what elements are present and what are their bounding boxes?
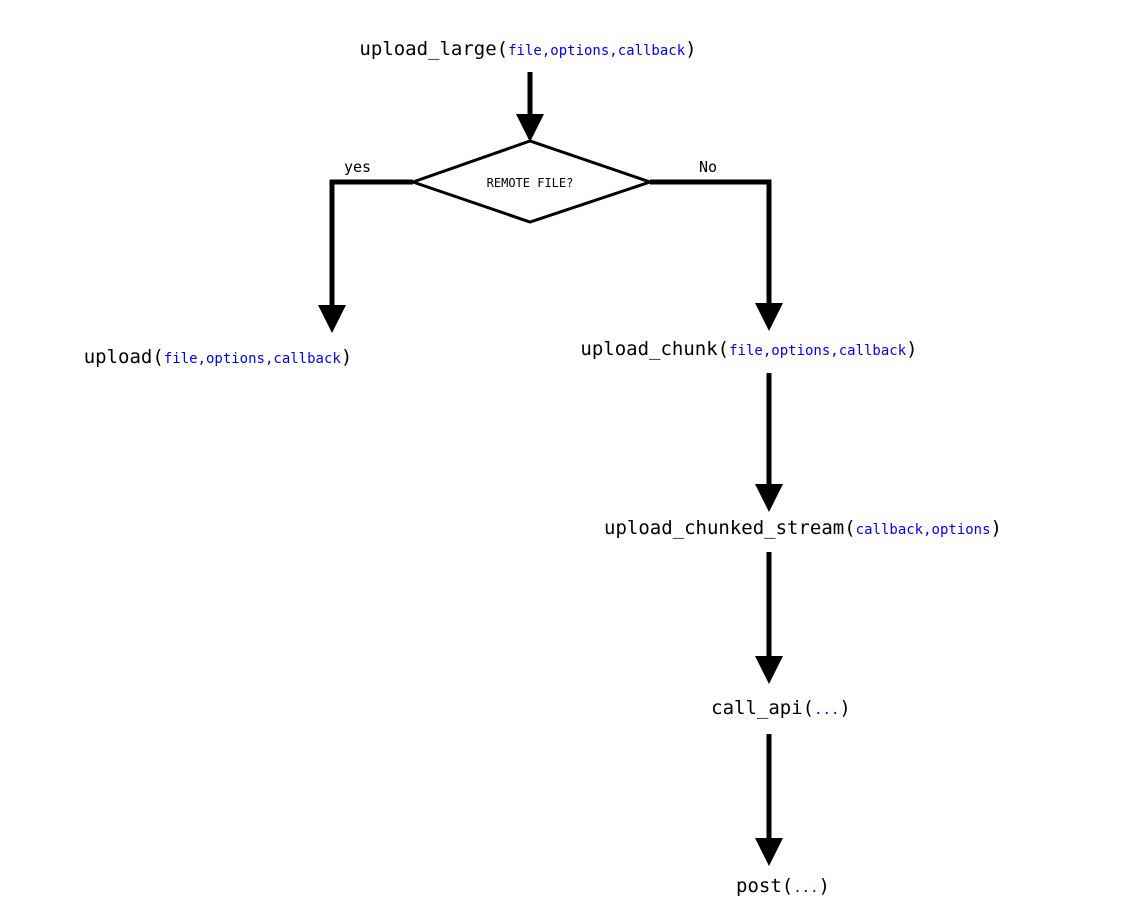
function-args: file,options,callback	[508, 43, 686, 59]
close-paren: )	[906, 338, 918, 360]
arrow-upload-large-to-decision	[516, 72, 544, 142]
node-call-api: call_api(...)	[711, 697, 851, 721]
open-paren: (	[781, 875, 794, 897]
no-branch-label: No	[699, 158, 718, 176]
function-name: call_api	[711, 697, 803, 719]
node-upload-chunk: upload_chunk(file,options,callback)	[580, 338, 917, 362]
open-paren: (	[152, 346, 164, 368]
open-paren: (	[802, 697, 815, 719]
close-paren: )	[685, 38, 697, 60]
function-name: post	[736, 875, 782, 897]
arrow-no-branch	[650, 179, 783, 331]
close-paren: )	[818, 875, 830, 897]
arrow-upload-chunk-to-stream	[755, 373, 783, 512]
function-args: ...	[793, 880, 819, 896]
function-args: callback,options	[855, 522, 991, 538]
node-upload: upload(file,options,callback)	[84, 346, 353, 370]
node-upload-chunked-stream: upload_chunked_stream(callback,options)	[604, 517, 1002, 541]
close-paren: )	[340, 346, 353, 368]
open-paren: (	[844, 517, 856, 539]
function-args: ...	[814, 702, 840, 718]
open-paren: (	[496, 38, 509, 60]
arrow-yes-branch	[318, 179, 413, 333]
function-args: file,options,callback	[163, 351, 341, 367]
decision-label: REMOTE FILE?	[486, 176, 574, 190]
open-paren: (	[717, 338, 730, 360]
function-name: upload_large	[359, 38, 497, 60]
function-name: upload	[83, 346, 153, 368]
yes-branch-label: yes	[344, 158, 372, 176]
close-paren: )	[839, 697, 851, 719]
arrow-call-api-to-post	[755, 734, 783, 866]
arrow-stream-to-call-api	[755, 552, 783, 684]
function-name: upload_chunk	[580, 338, 718, 360]
function-name: upload_chunked_stream	[604, 517, 845, 539]
close-paren: )	[990, 517, 1002, 539]
node-post: post(...)	[736, 875, 830, 899]
node-upload-large: upload_large(file,options,callback)	[359, 38, 696, 62]
function-args: file,options,callback	[729, 343, 907, 359]
